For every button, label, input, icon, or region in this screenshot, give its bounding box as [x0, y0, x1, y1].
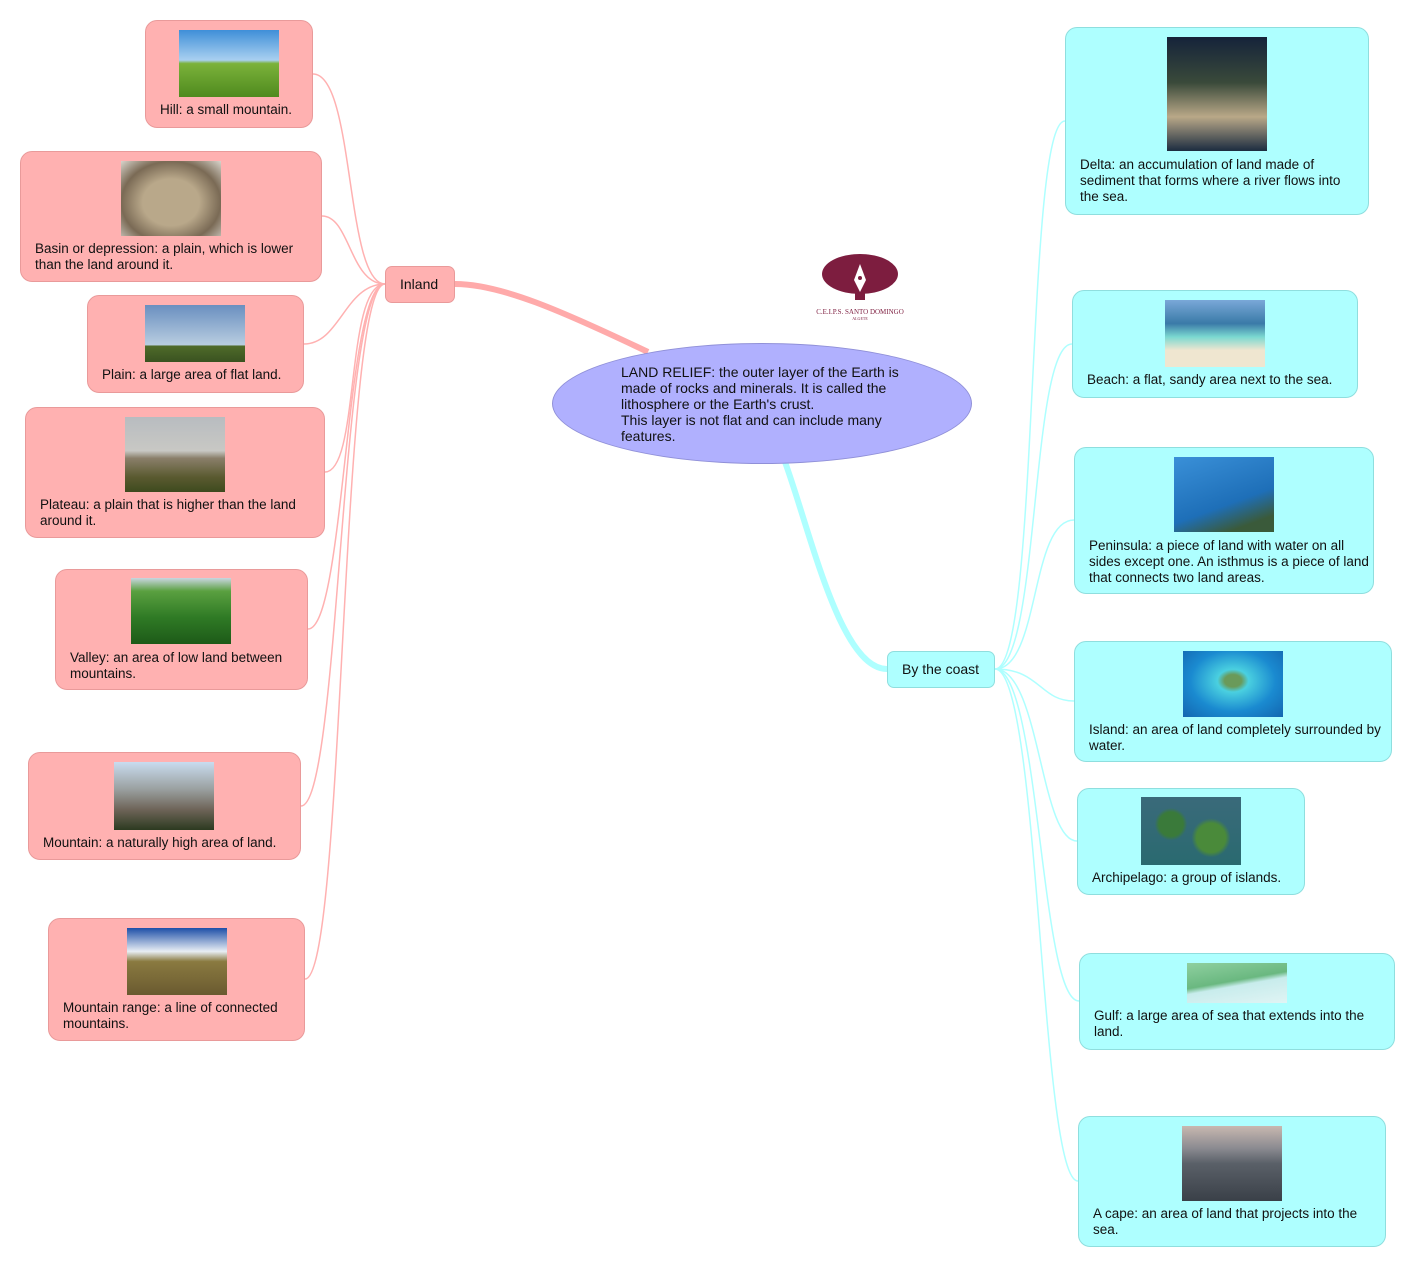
mountain-range-photo — [127, 928, 227, 995]
node-text: Hill: a small mountain. — [160, 102, 293, 117]
node-text: Island: an area of land completely surro… — [1089, 722, 1381, 753]
node-hill[interactable]: Hill: a small mountain. — [145, 20, 313, 128]
island-photo — [1183, 651, 1283, 717]
node-text: A cape: an area of land that projects in… — [1093, 1206, 1358, 1237]
coast-links — [994, 120, 1080, 1182]
branch-by-the-coast[interactable]: By the coast — [887, 651, 995, 688]
node-text: Peninsula: a piece of land with water on… — [1089, 538, 1369, 585]
cape-photo — [1182, 1126, 1282, 1201]
node-text: Gulf: a large area of sea that extends i… — [1094, 1008, 1365, 1039]
inland-links — [300, 73, 386, 980]
node-text: Mountain: a naturally high area of land. — [43, 835, 277, 850]
basin-photo — [121, 161, 221, 236]
node-text: Plain: a large area of flat land. — [102, 367, 282, 382]
node-mountain-range[interactable]: Mountain range: a line of connected moun… — [48, 918, 305, 1041]
node-basin[interactable]: Basin or depression: a plain, which is l… — [20, 151, 322, 282]
archipelago-photo — [1141, 797, 1241, 865]
node-text: Mountain range: a line of connected moun… — [63, 1000, 278, 1031]
plain-photo — [145, 305, 245, 362]
svg-text:ALGETE: ALGETE — [852, 316, 868, 321]
center-to-inland-link — [454, 281, 650, 355]
node-archipelago[interactable]: Archipelago: a group of islands. — [1077, 788, 1305, 895]
central-topic-text: LAND RELIEF: the outer layer of the Eart… — [621, 364, 899, 444]
hill-photo — [179, 30, 279, 97]
peninsula-photo — [1174, 457, 1274, 532]
node-text: Beach: a flat, sandy area next to the se… — [1087, 372, 1333, 387]
node-plateau[interactable]: Plateau: a plain that is higher than the… — [25, 407, 325, 538]
branch-label: By the coast — [902, 661, 980, 677]
center-to-coast-link — [782, 460, 888, 672]
node-text: Delta: an accumulation of land made of s… — [1080, 157, 1341, 204]
node-beach[interactable]: Beach: a flat, sandy area next to the se… — [1072, 290, 1358, 398]
mountain-photo — [114, 762, 214, 830]
node-delta[interactable]: Delta: an accumulation of land made of s… — [1065, 27, 1369, 215]
plateau-photo — [125, 417, 225, 492]
delta-photo — [1167, 37, 1267, 151]
svg-text:C.E.I.P.S. SANTO DOMINGO: C.E.I.P.S. SANTO DOMINGO — [816, 308, 904, 316]
school-logo: C.E.I.P.S. SANTO DOMINGO ALGETE — [812, 250, 908, 322]
valley-photo — [131, 578, 231, 644]
central-topic[interactable]: LAND RELIEF: the outer layer of the Eart… — [552, 343, 972, 464]
node-plain[interactable]: Plain: a large area of flat land. — [87, 295, 304, 393]
node-text: Valley: an area of low land between moun… — [70, 650, 283, 681]
gulf-photo — [1187, 963, 1287, 1003]
branch-label: Inland — [400, 276, 439, 292]
node-peninsula[interactable]: Peninsula: a piece of land with water on… — [1074, 447, 1374, 594]
beach-photo — [1165, 300, 1265, 367]
node-text: Archipelago: a group of islands. — [1092, 870, 1282, 885]
node-valley[interactable]: Valley: an area of low land between moun… — [55, 569, 308, 690]
node-island[interactable]: Island: an area of land completely surro… — [1074, 641, 1392, 762]
node-gulf[interactable]: Gulf: a large area of sea that extends i… — [1079, 953, 1395, 1050]
branch-inland[interactable]: Inland — [385, 266, 455, 303]
node-text: Plateau: a plain that is higher than the… — [40, 497, 296, 528]
node-mountain[interactable]: Mountain: a naturally high area of land. — [28, 752, 301, 860]
node-cape[interactable]: A cape: an area of land that projects in… — [1078, 1116, 1386, 1247]
node-text: Basin or depression: a plain, which is l… — [35, 241, 294, 272]
